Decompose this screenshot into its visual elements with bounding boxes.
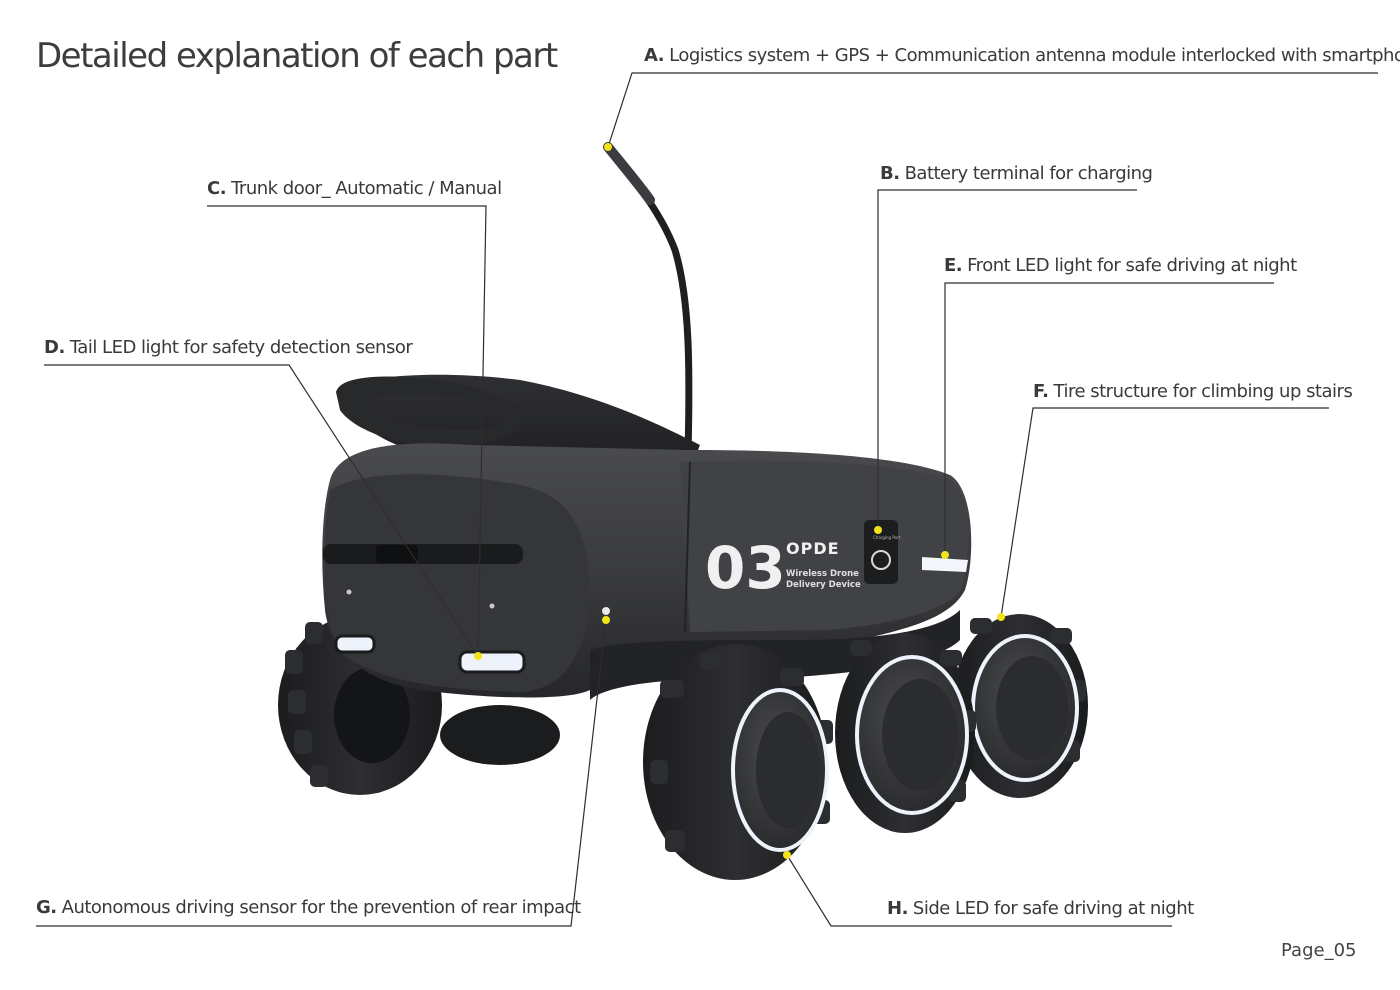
leader-e [944,282,1274,555]
callout-d-text: Tail LED light for safety detection sens… [69,337,413,358]
leader-c [207,205,487,657]
callout-e-key: E. [944,255,963,276]
callout-c-text: Trunk door_ Automatic / Manual [231,178,502,199]
leader-d [44,364,479,657]
leader-b [877,189,1137,530]
leader-g [36,619,607,927]
rear-sensor [602,607,610,615]
leader-f [1000,407,1329,618]
callout-e-text: Front LED light for safe driving at nigh… [967,255,1297,276]
marker-e [941,551,949,559]
callout-f: F.Tire structure for climbing up stairs [1033,381,1353,402]
tail-led-right [458,650,526,674]
callout-c: C.Trunk door_ Automatic / Manual [207,178,502,199]
callout-c-key: C. [207,178,227,199]
page-title: Detailed explanation of each part [36,36,558,76]
callout-f-text: Tire structure for climbing up stairs [1053,381,1353,402]
wheel-back-right [952,614,1088,798]
callout-h-key: H. [887,898,908,919]
callout-b-text: Battery terminal for charging [904,163,1153,184]
robot-body: Charging Port 03 OPDE Wireless Drone Del… [322,443,972,700]
charging-port-label: Charging Port [873,535,901,540]
callout-b: B.Battery terminal for charging [880,163,1153,184]
robot-brand: OPDE [786,539,840,558]
callout-h: H.Side LED for safe driving at night [887,898,1194,919]
robot-subtitle-2: Delivery Device [786,580,861,590]
callout-a-text: Logistics system + GPS + Communication a… [669,45,1400,66]
marker-a [604,143,612,151]
callout-g-text: Autonomous driving sensor for the preven… [61,897,582,918]
callout-a-key: A. [644,45,665,66]
trunk-handle [336,376,525,447]
front-led [922,557,968,572]
callout-g: G.Autonomous driving sensor for the prev… [36,897,581,918]
marker-cd [474,652,482,660]
leader-h [786,854,1172,927]
leader-a [607,72,1378,148]
callout-e: E.Front LED light for safe driving at ni… [944,255,1297,276]
page-number: Page_05 [1281,940,1357,961]
wheel-front-right [643,644,833,880]
marker-f [997,613,1005,621]
wheel-middle-right [835,633,976,833]
trunk-bar [323,544,523,564]
tail-led-left [334,634,376,654]
callout-a: A.Logistics system + GPS + Communication… [644,45,1400,66]
marker-dots [474,143,1005,859]
callout-h-text: Side LED for safe driving at night [912,898,1194,919]
marker-h [783,851,791,859]
callout-f-key: F. [1033,381,1049,402]
callout-g-key: G. [36,897,57,918]
leader-lines [36,72,1378,927]
marker-g [602,616,610,624]
callout-d-key: D. [44,337,65,358]
robot-subtitle-1: Wireless Drone [786,569,859,579]
robot-number: 03 [705,534,786,602]
marker-b [874,526,882,534]
callout-b-key: B. [880,163,900,184]
callout-d: D.Tail LED light for safety detection se… [44,337,413,358]
hidden-wheel [440,705,560,765]
